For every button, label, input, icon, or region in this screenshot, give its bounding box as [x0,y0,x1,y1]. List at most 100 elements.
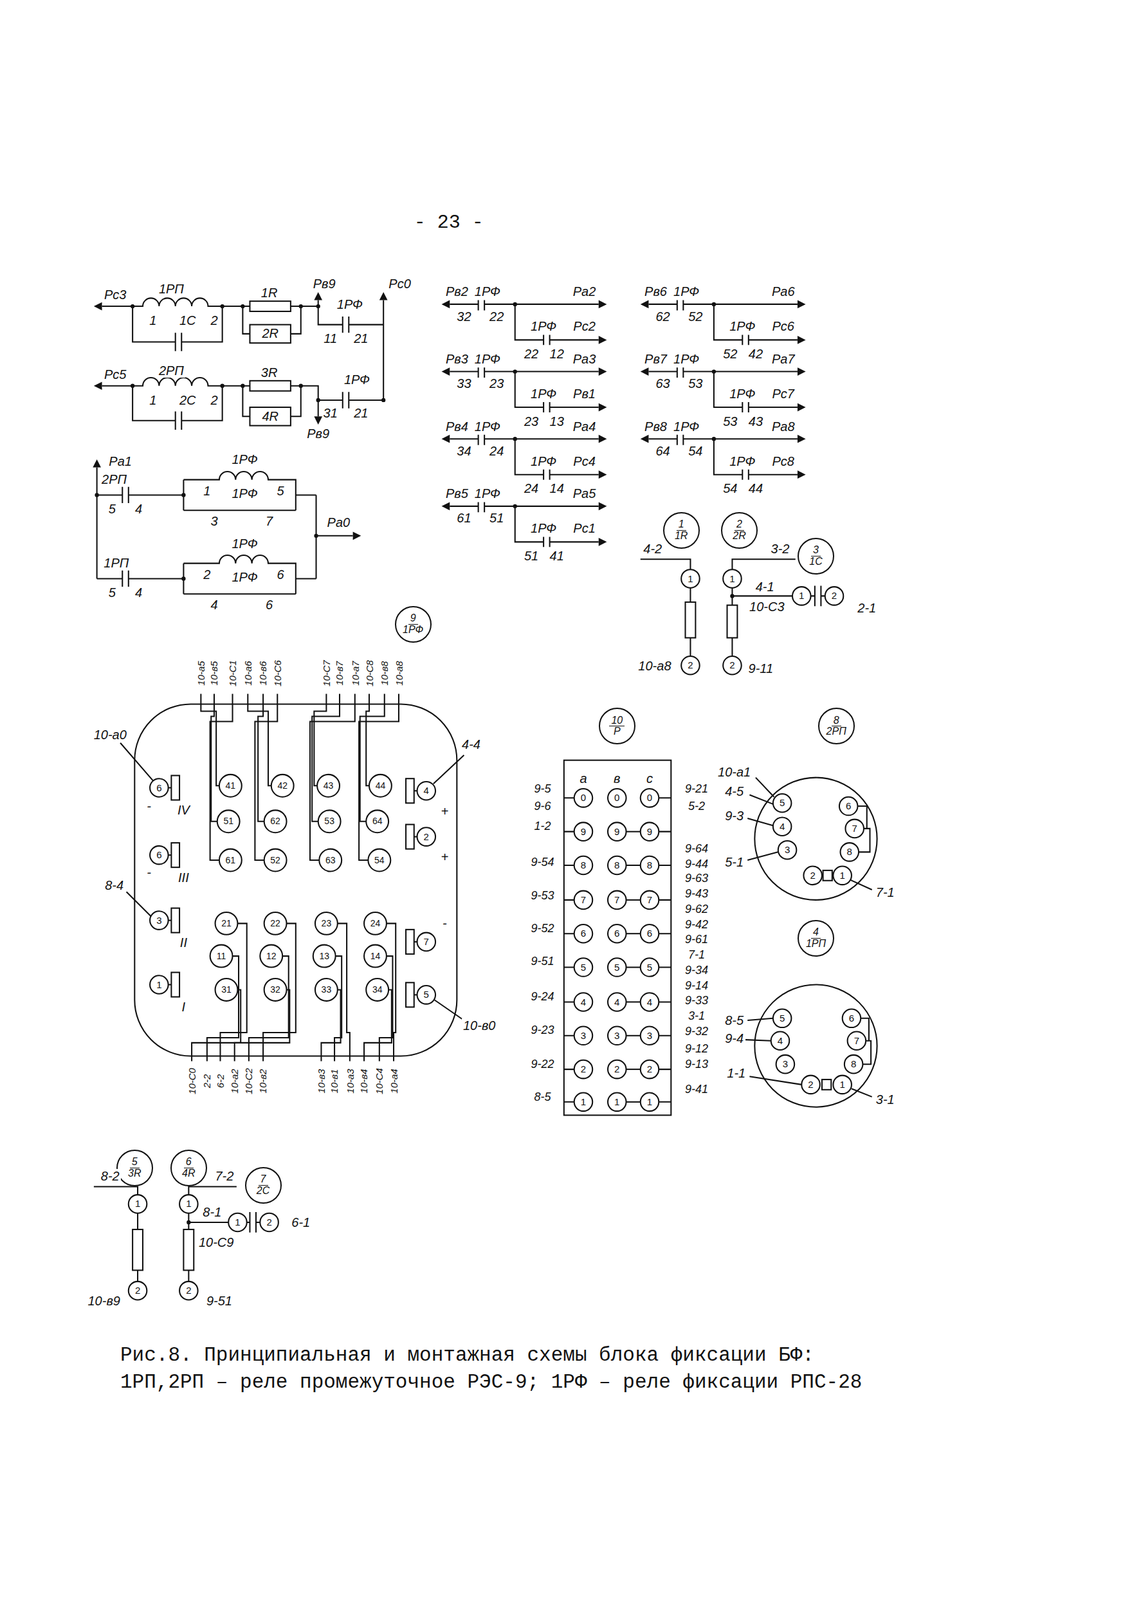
pin-number: 4 [580,996,586,1007]
wire [313,292,323,301]
pin-number: 31 [221,984,232,994]
wire [379,292,388,301]
jumper [626,899,641,901]
wire [640,558,826,657]
wire-label: 9-12 [683,1041,710,1055]
label: Рс0 [387,276,412,291]
label: Ра7 [770,351,797,366]
label: 1РФ [728,454,757,469]
label: 2С [178,392,198,408]
label: Рс4 [571,454,597,469]
label: Ра1 [107,454,134,469]
label: 1РФ [230,536,259,551]
label: Ра8 [770,419,797,434]
pin-circle [771,1031,790,1050]
pin-circle [128,1281,148,1300]
label: 21 [352,405,370,420]
wire [353,531,362,540]
label: 22 [488,309,505,324]
part-name: 1РФ [402,624,424,636]
pin-circle [365,809,389,833]
wire [745,777,873,1097]
wire-label: 9-32 [683,1024,710,1038]
coil-symbol [405,929,415,954]
pin-number: 23 [321,918,332,928]
coil-symbol [405,982,415,1007]
pin-number: 9 [580,826,586,837]
label: 1РФ [473,284,502,299]
label: 1 [201,483,212,498]
wire [249,407,291,426]
label: Рв4 [444,419,470,434]
part-name: Р [613,726,621,738]
wire-label: 6-2 [214,1072,226,1090]
wire-label: 3-1 [686,1009,707,1023]
pin-circle [364,912,387,935]
pin-circle [844,1054,864,1074]
pin-circle [640,890,660,910]
wire [219,383,224,388]
pin-number: 2 [135,1285,141,1295]
leader-line [379,955,393,1061]
pin-circle [773,816,792,836]
label: 1РП [157,281,186,296]
wire [754,984,877,1107]
label: 1РФ [529,520,558,536]
label: Рв6 [643,284,669,299]
pin-number: 2 [647,1063,653,1074]
pin-circle [640,788,660,808]
callout-circle: 22R [721,511,758,549]
pin-circle [271,774,294,797]
label: Рс2 [571,319,597,334]
callout-number: 1 [676,519,687,531]
label: 14 [548,481,566,496]
label: 4-4 [460,737,482,752]
label: 4 [133,501,144,516]
callout-number: 7 [258,1173,269,1186]
wire [727,605,738,639]
wire-label: 10-в6 [257,659,269,687]
label: 1РФ [529,319,558,334]
label: 1РФ [529,386,558,401]
wire-label: 9-62 [683,902,710,916]
pin-circle [832,1075,852,1095]
pin-circle [847,1031,867,1050]
pin-number: 6 [614,928,620,938]
pin-number: 8 [647,859,653,870]
label: 1С [178,313,198,328]
jumper [626,932,641,934]
contact-groups [441,300,806,548]
pin-circle [722,569,742,588]
wire-label: 9-63 [683,871,710,885]
pin-number: 11 [216,951,227,961]
wire-label: 9-14 [683,978,710,992]
wire-label: 10-в8 [378,659,390,687]
pin-number: 2 [729,659,735,670]
wire-label: 10-а4 [388,1067,400,1095]
wire [823,870,833,881]
pin-circle [640,821,660,841]
pin-number: 4 [614,996,620,1007]
wire-label: 9-24 [529,989,556,1003]
wire [94,492,99,497]
label: Ра0 [326,515,352,530]
pin-number: 7 [580,894,586,905]
label: Рв9 [311,276,338,291]
callout-circle: 53R [116,1149,154,1187]
wire-label: 2-2 [201,1072,213,1090]
pin-circle [217,809,240,833]
wire-label: 9-44 [683,857,710,871]
label: а [578,771,588,786]
callout-circle: 41РП [797,919,835,957]
pin-circle [149,975,169,994]
wire-label: 9-22 [529,1057,556,1071]
pin-circle [640,924,660,943]
pin-number: 6 [156,849,162,860]
pin-number: 54 [374,855,385,865]
label: 1РФ [672,284,701,299]
pin-number: 5 [423,989,430,999]
leader-line [254,693,278,860]
callout-circle: 91РФ [394,605,432,643]
label: 51 [488,510,505,525]
coil-symbol [405,778,415,803]
